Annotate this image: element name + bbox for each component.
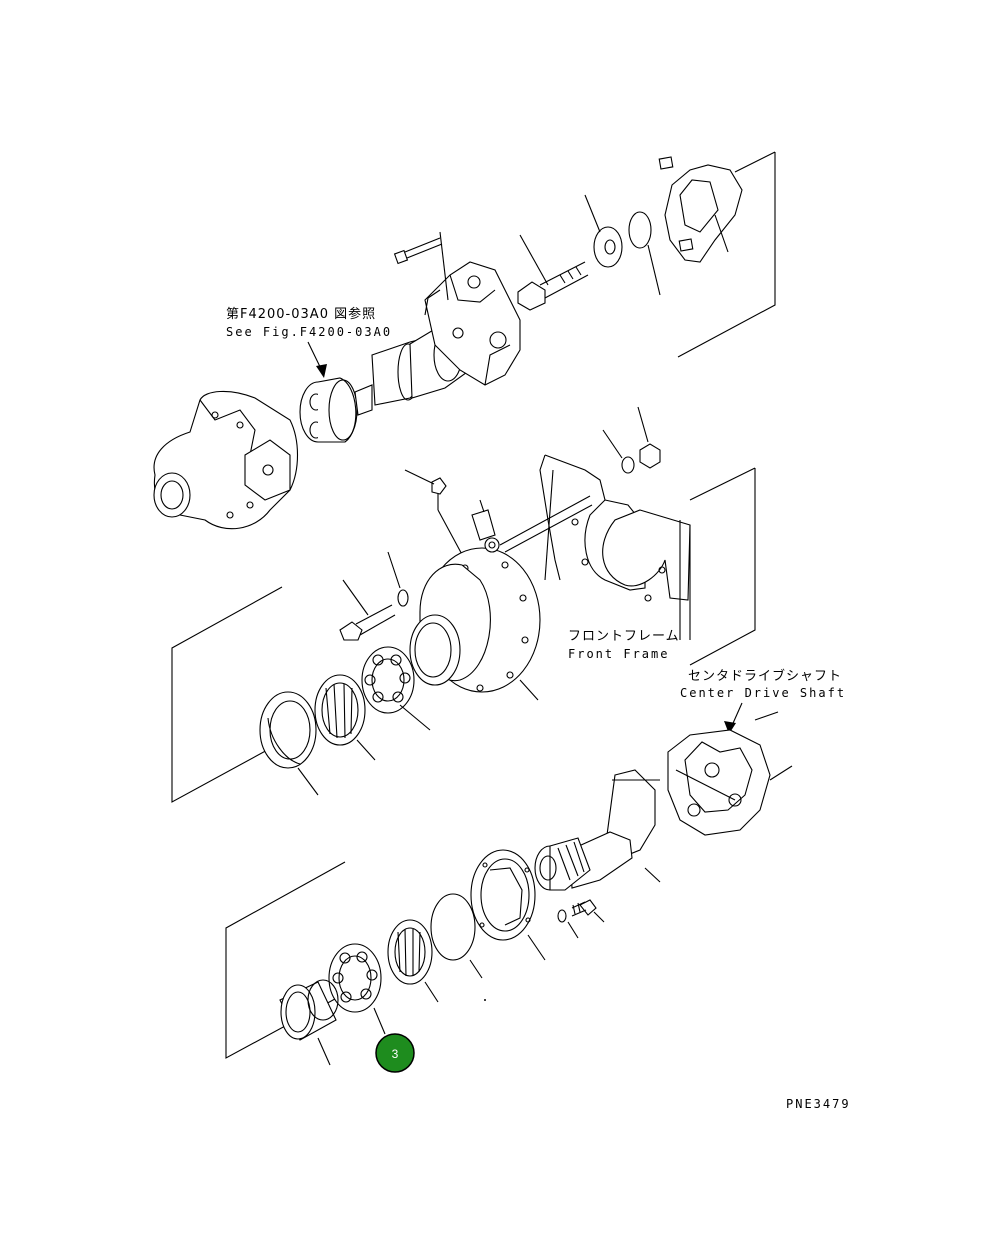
lock-plate-part [471,495,593,553]
upper-assembly [153,151,776,530]
flange-bolt-part [557,899,605,939]
front-frame-jp-label: フロントフレーム [568,629,680,644]
sleeve-part [279,979,339,1066]
splined-shaft-part [534,769,661,891]
lower-assembly [225,711,793,1066]
front-frame-label: フロントフレーム Front Frame [568,629,680,661]
callout-marker-3[interactable]: 3 [375,1033,415,1073]
nut-washer-part [602,406,661,474]
lower-ball-bearing-part [328,943,386,1035]
callout-number[interactable]: 3 [392,1047,399,1061]
bearing-housing-part [409,547,541,701]
center-shaft-jp-label: センタドライブシャフト [688,668,842,684]
arrow-head-icon [724,721,736,734]
yoke-bolt-small [393,231,449,301]
yoke-bolt-large [517,234,589,311]
lower-needle-race-part [387,919,439,1003]
companion-flange-part [658,156,743,263]
callout-circle[interactable] [375,1033,415,1073]
ball-bearing-part [361,646,431,731]
middle-assembly [171,406,756,803]
shaft-seal-part [299,377,358,443]
universal-joint-part [424,261,521,386]
housing-bolt-part [339,551,409,641]
axle-housing-part [153,390,298,530]
ref-fig-en-label: See Fig.F4200-03A0 [226,325,392,339]
center-shaft-ujoint-part [667,711,793,836]
needle-race-part [314,674,376,761]
seal-ring-part [259,691,319,796]
grease-fitting-part [404,469,466,561]
center-shaft-en-label: Center Drive Shaft [680,686,846,700]
front-frame-part [539,454,756,666]
drawing-code: PNE3479 [786,1097,851,1111]
ref-fig-jp-label: 第F4200-03A0 図参照 [226,306,376,322]
reference-label: 第F4200-03A0 図参照 See Fig.F4200-03A0 [226,306,392,378]
o-ring-part [628,211,661,296]
gasket-part [430,893,486,1001]
seal-cover-part [470,849,546,961]
front-frame-en-label: Front Frame [568,647,669,661]
arrow-head-icon [316,364,327,378]
center-shaft-label: センタドライブシャフト Center Drive Shaft [680,668,846,734]
washer-part [584,194,623,268]
